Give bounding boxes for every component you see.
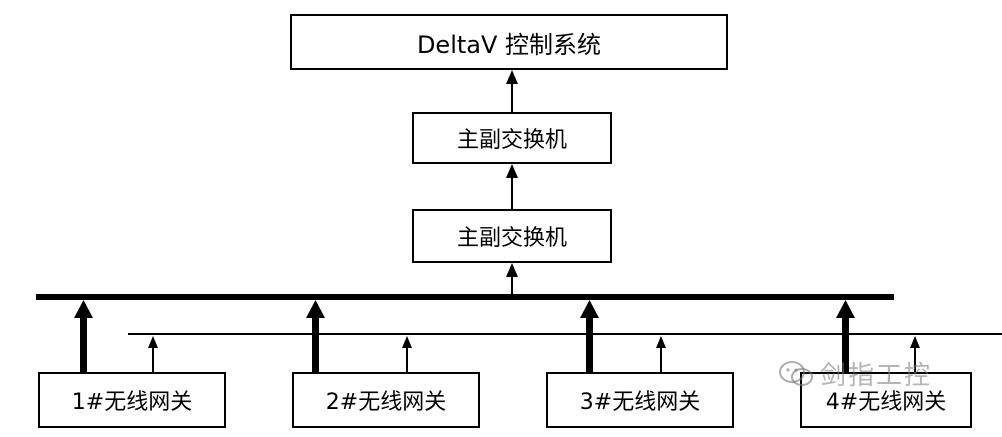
gateway-3-uplink-thick — [580, 300, 599, 372]
gateway-4-label: 4#无线网关 — [825, 390, 947, 415]
gateway-2-uplink-thick — [306, 300, 325, 372]
main-bus — [36, 294, 894, 300]
gateway-3-uplink-thin — [656, 336, 666, 372]
switch-lower-label: 主副交换机 — [456, 226, 567, 251]
deltav-control-system-box: DeltaV 控制系统 — [290, 14, 728, 70]
gateway-1-box: 1#无线网关 — [38, 372, 226, 428]
watermark-text: 剑指工控 — [820, 361, 933, 391]
gateway-1-uplink-thick — [74, 300, 93, 372]
gateway-3-box: 3#无线网关 — [546, 372, 734, 428]
gateway-3-label: 3#无线网关 — [579, 390, 701, 415]
switch-upper-box: 主副交换机 — [412, 112, 612, 164]
watermark: 剑指工控 — [778, 355, 932, 392]
switch-lower-box: 主副交换机 — [412, 209, 612, 263]
switch-upper-label: 主副交换机 — [456, 128, 567, 153]
gateway-4-uplink-thick — [836, 300, 855, 372]
arrowhead-switch-a — [506, 164, 518, 178]
gateway-4-uplink-thin — [910, 336, 920, 372]
gateway-4-box: 4#无线网关 — [800, 372, 972, 428]
gateway-1-label: 1#无线网关 — [71, 390, 193, 415]
gateway-2-box: 2#无线网关 — [292, 372, 480, 428]
gateway-1-uplink-thin — [148, 336, 158, 372]
wechat-icon — [779, 360, 813, 386]
deltav-label: DeltaV 控制系统 — [416, 30, 602, 59]
arrowhead-switch-b — [506, 263, 518, 277]
gateway-2-label: 2#无线网关 — [325, 390, 447, 415]
arrowhead-deltav — [506, 70, 518, 84]
gateway-2-uplink-thin — [402, 336, 412, 372]
